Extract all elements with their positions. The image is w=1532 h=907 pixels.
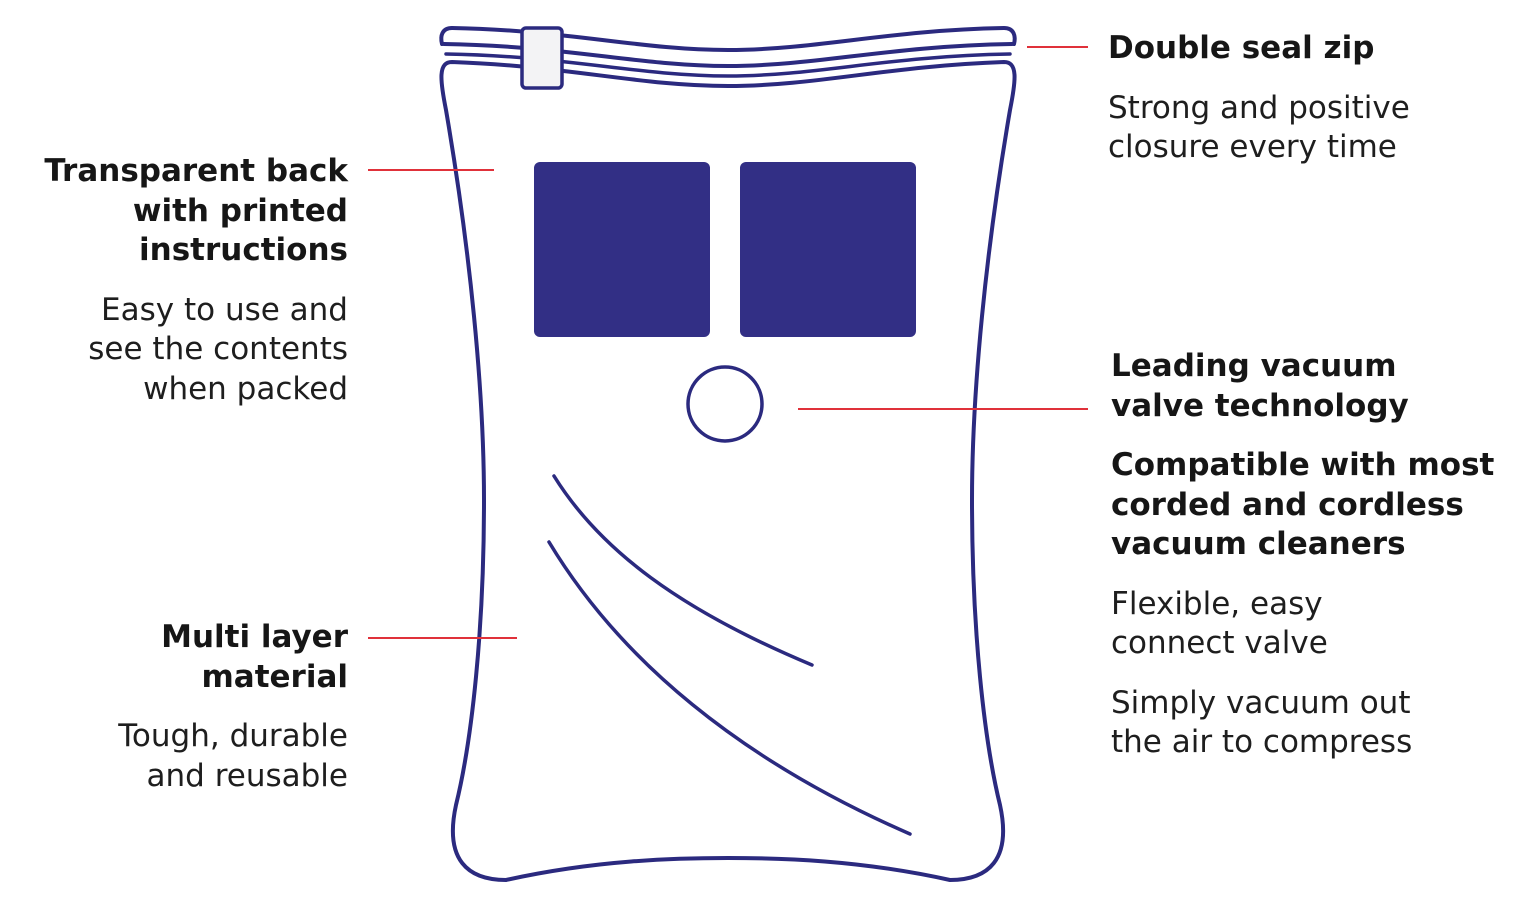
instruction-panel-right <box>740 162 916 337</box>
bag-outline <box>439 60 1017 882</box>
callout-valve-compatibility-heading: Compatible with most corded and cordless… <box>1111 446 1494 565</box>
callout-transparent-back-heading: Transparent back with printed instructio… <box>44 152 348 271</box>
fold-line-upper <box>552 474 814 667</box>
callout-valve-description-line: the air to compress <box>1111 724 1413 760</box>
callout-multi-layer-description: Tough, durable and reusable <box>118 717 348 796</box>
callout-valve-compatibility-line: Compatible with most <box>1111 447 1495 483</box>
instruction-panel-left <box>534 162 710 337</box>
callout-valve: Leading vacuum valve technology Compatib… <box>1111 347 1494 763</box>
fold-line-lower <box>547 540 912 836</box>
callout-transparent-back-description: Easy to use and see the contents when pa… <box>44 291 348 410</box>
callout-transparent-back-heading-line: Transparent back <box>44 153 348 189</box>
callout-transparent-back-description-line: when packed <box>143 370 348 407</box>
callout-multi-layer-heading-line: Multi layer <box>161 619 348 655</box>
callout-multi-layer-heading-line: material <box>201 658 348 695</box>
callout-transparent-back-description-line: see the contents <box>88 331 348 367</box>
callout-valve-heading: Leading vacuum valve technology <box>1111 347 1494 426</box>
callout-zip: Double seal zip Strong and positive clos… <box>1108 29 1410 168</box>
callout-multi-layer-heading: Multi layer material <box>118 618 348 697</box>
callout-valve-description-1: Flexible, easy connect valve <box>1111 585 1494 664</box>
callout-valve-compatibility-line: vacuum cleaners <box>1111 526 1406 562</box>
callout-multi-layer-description-line: Tough, durable <box>118 718 348 754</box>
callout-zip-description: Strong and positive closure every time <box>1108 89 1410 168</box>
callout-valve-description-line: Flexible, easy <box>1111 585 1323 622</box>
callout-valve-description-line: Simply vacuum out <box>1111 684 1411 721</box>
callout-valve-description-2: Simply vacuum out the air to compress <box>1111 684 1494 763</box>
callout-valve-description-line: connect valve <box>1111 625 1328 661</box>
callout-transparent-back-description-line: Easy to use and <box>101 291 348 328</box>
callout-valve-heading-line: valve technology <box>1111 387 1409 424</box>
callout-multi-layer-description-line: and reusable <box>146 757 348 794</box>
callout-transparent-back-heading-line: instructions <box>139 232 348 268</box>
callout-multi-layer: Multi layer material Tough, durable and … <box>118 618 348 796</box>
callout-transparent-back-heading-line: with printed <box>132 192 348 229</box>
zip-seal-line-top <box>450 25 1017 53</box>
zip-seal-line-top-left <box>439 26 454 46</box>
callout-valve-heading-line: Leading vacuum <box>1111 348 1397 384</box>
callout-transparent-back: Transparent back with printed instructio… <box>44 152 348 409</box>
callout-zip-heading-line: Double seal zip <box>1108 30 1375 66</box>
vacuum-valve <box>686 365 764 443</box>
callout-zip-description-line: closure every time <box>1108 129 1397 165</box>
callout-zip-heading: Double seal zip <box>1108 29 1410 69</box>
callout-valve-compatibility-line: corded and cordless <box>1111 486 1464 523</box>
zip-slider-tab <box>520 26 564 90</box>
callout-zip-description-line: Strong and positive <box>1108 89 1410 126</box>
